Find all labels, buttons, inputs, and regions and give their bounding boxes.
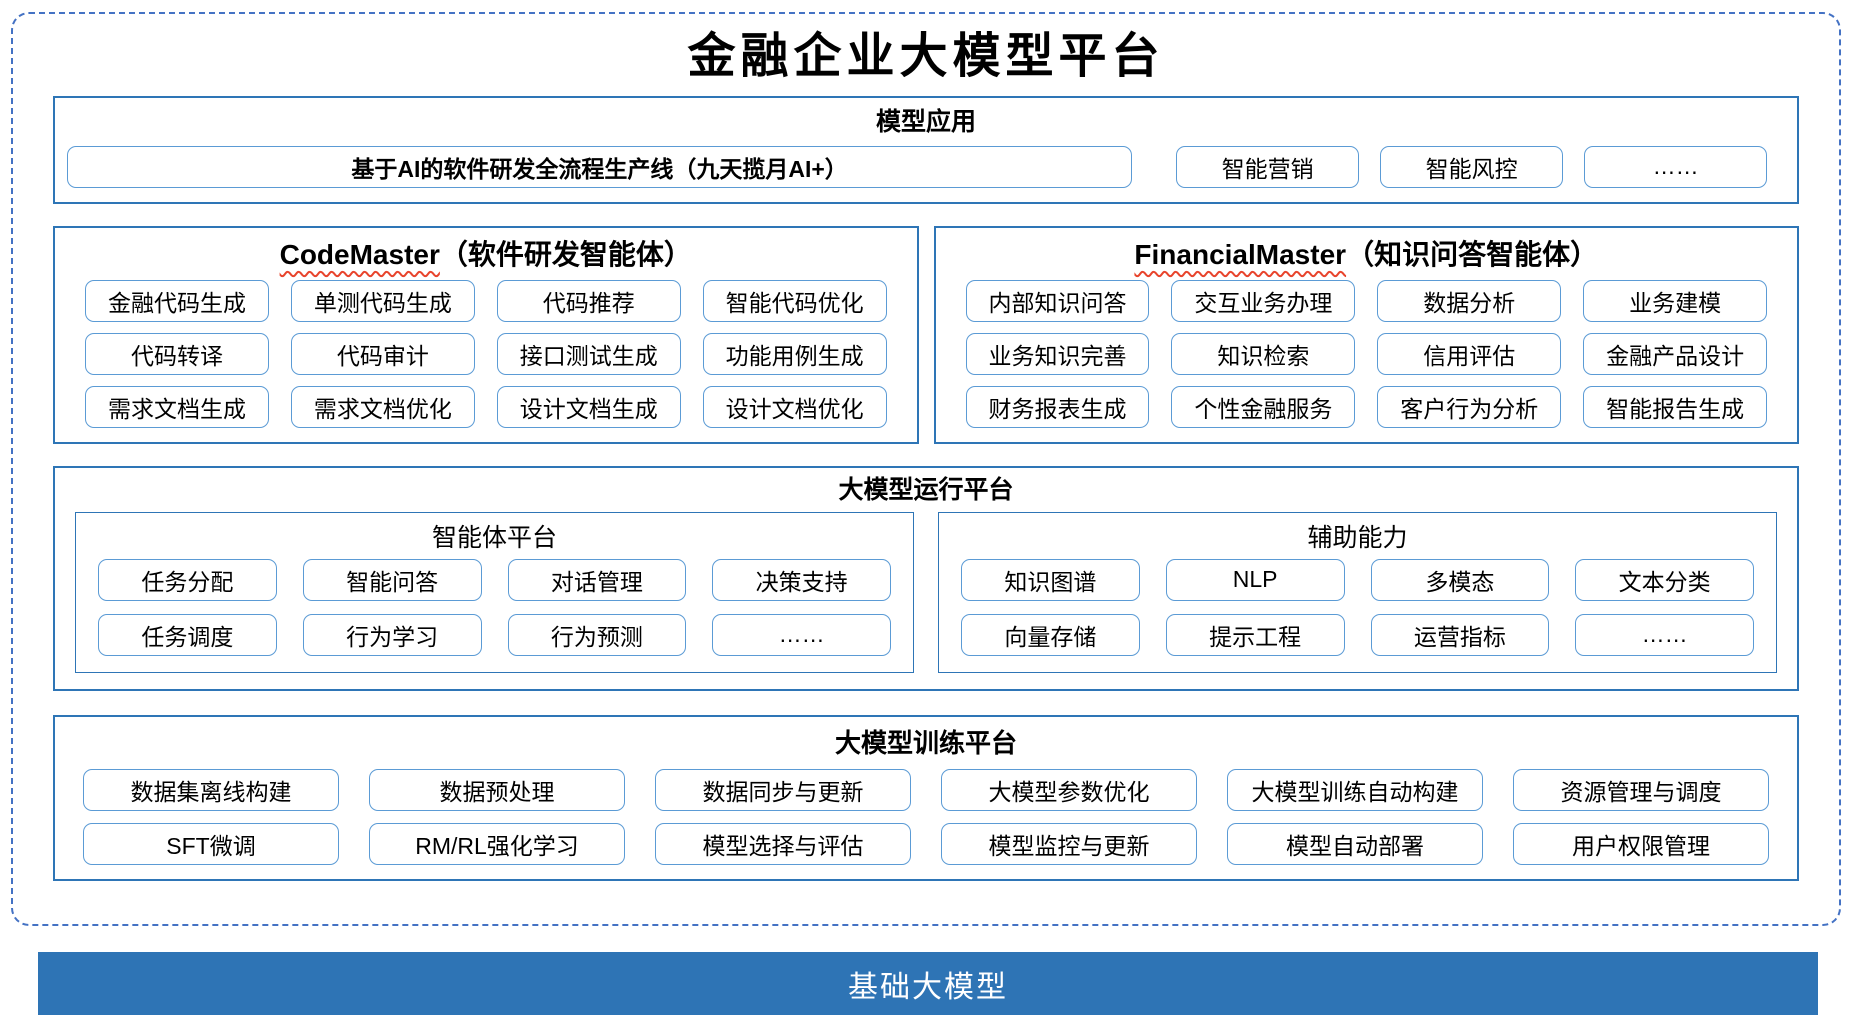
foundation-model-bar: 基础大模型 [38, 952, 1818, 1015]
page-title: 金融企业大模型平台 [687, 28, 1165, 84]
capability-item: 知识图谱 [961, 558, 1140, 601]
training-item: 用户权限管理 [1513, 822, 1769, 865]
training-item: 大模型参数优化 [941, 768, 1197, 811]
capability-item: 任务调度 [98, 613, 277, 656]
section-header-runtime: 大模型运行平台 [838, 475, 1014, 504]
agent-item: 智能代码优化 [702, 279, 887, 322]
training-item: RM/RL强化学习 [369, 822, 625, 865]
training-item: 模型监控与更新 [941, 822, 1197, 865]
group-agent-platform-items: 任务分配智能问答对话管理决策支持任务调度行为学习行为预测 …… [98, 558, 891, 656]
training-item: 数据同步与更新 [655, 768, 911, 811]
agent-item: 金融产品设计 [1583, 332, 1767, 375]
training-item: 模型选择与评估 [655, 822, 911, 865]
group-aux-capabilities-items: 知识图谱 NLP 多模态文本分类向量存储提示工程运营指标 …… [961, 558, 1754, 656]
agent-codemaster-title: CodeMaster（软件研发智能体） [85, 236, 887, 274]
training-items: 数据集离线构建数据预处理数据同步与更新大模型参数优化大模型训练自动构建资源管理与… [83, 768, 1769, 865]
agent-codemaster-items: 金融代码生成单测代码生成代码推荐智能代码优化代码转译代码审计接口测试生成功能用例… [85, 279, 887, 428]
agent-item: 知识检索 [1171, 332, 1356, 375]
agent-item: 金融代码生成 [85, 279, 269, 322]
capability-item: 对话管理 [507, 558, 687, 601]
agent-item: 设计文档生成 [496, 385, 681, 428]
section-runtime-platform: 大模型运行平台 智能体平台 任务分配智能问答对话管理决策支持任务调度行为学习行为… [53, 465, 1799, 691]
capability-item: 文本分类 [1575, 558, 1754, 601]
agent-item: 功能用例生成 [702, 332, 887, 375]
agent-item: 交互业务办理 [1171, 279, 1356, 322]
agent-codemaster-name-zh: （软件研发智能体） [439, 238, 692, 270]
capability-item: 提示工程 [1165, 613, 1345, 656]
agent-item: 代码推荐 [496, 279, 681, 322]
agents-row: CodeMaster（软件研发智能体） 金融代码生成单测代码生成代码推荐智能代码… [53, 225, 1799, 444]
capability-item: NLP [1165, 558, 1345, 601]
agent-codemaster: CodeMaster（软件研发智能体） 金融代码生成单测代码生成代码推荐智能代码… [53, 225, 919, 444]
app-item: 智能风控 [1380, 145, 1564, 188]
section-model-applications: 模型应用 基于AI的软件研发全流程生产线（九天揽月AI+） 智能营销智能风控 …… [53, 95, 1799, 204]
section-header-training: 大模型训练平台 [834, 727, 1017, 758]
agent-item: 业务建模 [1583, 279, 1767, 322]
section-header-applications: 模型应用 [875, 107, 976, 136]
training-item: SFT微调 [83, 822, 339, 865]
agent-financialmaster-name-zh: （知识问答智能体） [1346, 238, 1599, 270]
training-item: 数据集离线构建 [83, 768, 339, 811]
agent-financialmaster-title: FinancialMaster（知识问答智能体） [966, 236, 1768, 274]
agent-item: 财务报表生成 [965, 385, 1150, 428]
agent-item: 需求文档生成 [85, 385, 269, 428]
capability-item: 向量存储 [961, 613, 1140, 656]
capability-item: 运营指标 [1370, 613, 1550, 656]
capability-item: …… [712, 613, 891, 656]
agent-financialmaster: FinancialMaster（知识问答智能体） 内部知识问答交互业务办理数据分… [933, 225, 1799, 444]
agent-item: 客户行为分析 [1377, 385, 1562, 428]
group-agent-platform: 智能体平台 任务分配智能问答对话管理决策支持任务调度行为学习行为预测 …… [75, 511, 914, 673]
training-item: 数据预处理 [369, 768, 625, 811]
applications-row: 基于AI的软件研发全流程生产线（九天揽月AI+） 智能营销智能风控 …… [67, 145, 1785, 188]
capability-item: 决策支持 [712, 558, 891, 601]
app-pipeline-item: 基于AI的软件研发全流程生产线（九天揽月AI+） [67, 145, 1133, 188]
agent-item: 单测代码生成 [290, 279, 475, 322]
agent-item: 接口测试生成 [496, 332, 681, 375]
capability-item: …… [1575, 613, 1754, 656]
agent-item: 智能报告生成 [1583, 385, 1767, 428]
agent-item: 代码转译 [85, 332, 269, 375]
training-item: 资源管理与调度 [1513, 768, 1769, 811]
agent-financialmaster-name-en: FinancialMaster [1134, 238, 1347, 270]
agent-item: 信用评估 [1377, 332, 1562, 375]
capability-item: 智能问答 [302, 558, 482, 601]
training-item: 大模型训练自动构建 [1227, 768, 1483, 811]
agent-item: 内部知识问答 [965, 279, 1150, 322]
agent-item: 代码审计 [290, 332, 475, 375]
agent-item: 设计文档优化 [702, 385, 887, 428]
capability-item: 多模态 [1370, 558, 1550, 601]
agent-item: 数据分析 [1377, 279, 1562, 322]
agent-codemaster-name-en: CodeMaster [279, 238, 440, 270]
group-agent-platform-title: 智能体平台 [431, 523, 557, 552]
training-item: 模型自动部署 [1227, 822, 1483, 865]
agent-financialmaster-items: 内部知识问答交互业务办理数据分析业务建模业务知识完善知识检索信用评估金融产品设计… [965, 279, 1767, 428]
app-item: 智能营销 [1176, 145, 1360, 188]
applications-items: 智能营销智能风控 …… [1176, 145, 1785, 188]
capability-item: 任务分配 [98, 558, 277, 601]
capability-item: 行为预测 [507, 613, 687, 656]
group-aux-capabilities: 辅助能力 知识图谱 NLP 多模态文本分类向量存储提示工程运营指标 …… [938, 511, 1777, 673]
capability-item: 行为学习 [302, 613, 482, 656]
group-aux-capabilities-title: 辅助能力 [1307, 523, 1408, 552]
section-training-platform: 大模型训练平台 数据集离线构建数据预处理数据同步与更新大模型参数优化大模型训练自… [53, 714, 1799, 881]
agent-item: 需求文档优化 [290, 385, 475, 428]
outer-dashed-frame: 金融企业大模型平台 模型应用 基于AI的软件研发全流程生产线（九天揽月AI+） … [11, 12, 1841, 926]
runtime-row: 智能体平台 任务分配智能问答对话管理决策支持任务调度行为学习行为预测 …… 辅助能… [75, 511, 1777, 673]
app-item: …… [1584, 145, 1768, 188]
agent-item: 业务知识完善 [965, 332, 1150, 375]
agent-item: 个性金融服务 [1171, 385, 1356, 428]
